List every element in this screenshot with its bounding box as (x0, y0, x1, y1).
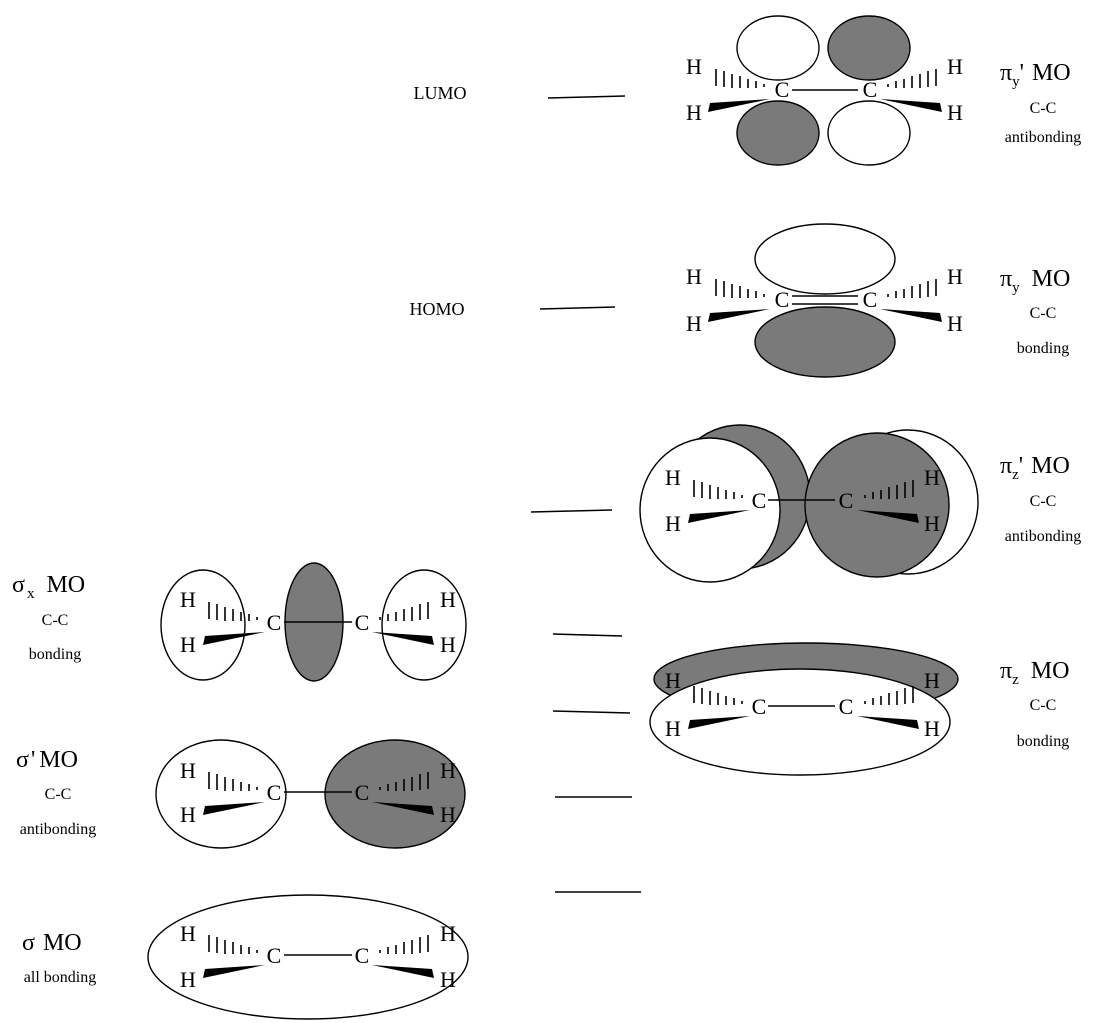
lumo-label: LUMO (414, 83, 467, 103)
svg-text:σMO: σMO (22, 930, 82, 956)
svg-text:all bonding: all bonding (24, 969, 96, 986)
pi-y-orbital: C C H H H H (686, 223, 963, 378)
svg-text:H: H (180, 758, 196, 783)
svg-text:H: H (180, 967, 196, 992)
svg-text:antibonding: antibonding (1005, 528, 1081, 545)
svg-text:antibonding: antibonding (1005, 129, 1081, 146)
svg-text:bonding: bonding (1017, 733, 1069, 750)
svg-text:C: C (267, 943, 282, 968)
energy-level-homo (539, 306, 616, 310)
svg-text:H: H (665, 511, 681, 536)
svg-text:C-C: C-C (1030, 493, 1057, 510)
sigma-orbital: C C H H H H (147, 894, 469, 1020)
svg-text:H: H (180, 632, 196, 657)
svg-text:C-C: C-C (42, 612, 69, 629)
svg-text:C: C (775, 287, 790, 312)
svg-text:C: C (267, 780, 282, 805)
svg-text:C: C (839, 488, 854, 513)
energy-level-pi-z (552, 710, 631, 714)
svg-text:H: H (686, 311, 702, 336)
pi-z-orbital: C C H H H H (649, 642, 959, 776)
sigma-x-orbital: C C H H H H (160, 562, 467, 682)
svg-text:H: H (947, 264, 963, 289)
energy-level-lumo (547, 95, 626, 99)
svg-text:H: H (440, 967, 456, 992)
svg-text:antibonding: antibonding (20, 821, 96, 838)
svg-text:H: H (180, 587, 196, 612)
svg-text:bonding: bonding (29, 646, 81, 663)
svg-text:H: H (665, 716, 681, 741)
svg-text:C: C (752, 694, 767, 719)
svg-text:H: H (686, 54, 702, 79)
svg-text:H: H (665, 668, 681, 693)
svg-text:H: H (440, 921, 456, 946)
pi-z-prime-label: πz'MO C-C antibonding (1000, 453, 1081, 545)
energy-level-sigma-x (552, 633, 623, 637)
svg-text:H: H (947, 311, 963, 336)
svg-text:C: C (355, 780, 370, 805)
svg-text:H: H (924, 668, 940, 693)
svg-text:H: H (924, 716, 940, 741)
pi-y-prime-orbital: C C H H H H (686, 15, 963, 166)
svg-text:H: H (440, 632, 456, 657)
svg-text:H: H (686, 100, 702, 125)
svg-text:C: C (863, 77, 878, 102)
svg-text:C-C: C-C (1030, 697, 1057, 714)
pi-y-prime-label: πy'MO C-C antibonding (1000, 60, 1081, 146)
svg-text:C: C (863, 287, 878, 312)
svg-text:H: H (440, 587, 456, 612)
svg-text:C: C (355, 610, 370, 635)
svg-text:H: H (924, 511, 940, 536)
svg-text:C-C: C-C (1030, 100, 1057, 117)
svg-text:H: H (180, 921, 196, 946)
svg-text:H: H (947, 100, 963, 125)
svg-text:H: H (924, 465, 940, 490)
svg-text:H: H (686, 264, 702, 289)
svg-text:C: C (355, 943, 370, 968)
svg-text:bonding: bonding (1017, 340, 1069, 357)
svg-text:H: H (440, 802, 456, 827)
svg-text:C: C (752, 488, 767, 513)
svg-text:πy'MO: πy'MO (1000, 60, 1071, 90)
energy-level-pi-z-prime (530, 509, 613, 513)
svg-text:πz'MO: πz'MO (1000, 453, 1070, 483)
svg-text:C: C (267, 610, 282, 635)
svg-text:C: C (839, 694, 854, 719)
homo-label: HOMO (409, 299, 464, 319)
svg-text:H: H (947, 54, 963, 79)
svg-text:H: H (665, 465, 681, 490)
sigma-prime-label: σ'MO C-C antibonding (16, 747, 96, 838)
svg-text:C: C (775, 77, 790, 102)
svg-text:C-C: C-C (45, 786, 72, 803)
svg-text:H: H (180, 802, 196, 827)
svg-text:σ'MO: σ'MO (16, 747, 78, 773)
svg-text:C-C: C-C (1030, 305, 1057, 322)
pi-z-prime-orbital: C C H H H H (639, 424, 979, 583)
sigma-prime-orbital: C C H H H H (155, 739, 466, 849)
svg-text:H: H (440, 758, 456, 783)
